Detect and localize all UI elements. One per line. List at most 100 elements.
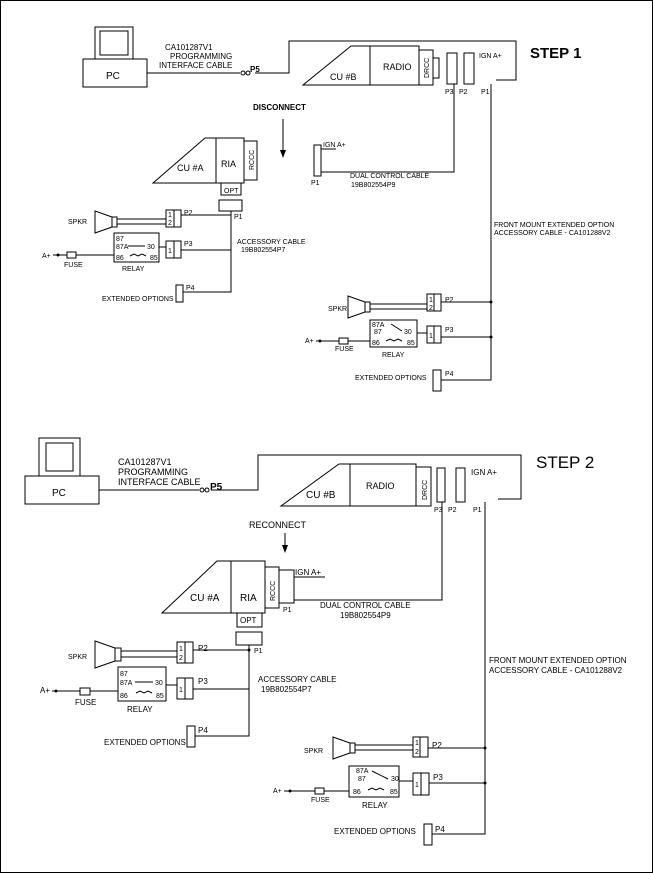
step1-cable-line1: CA101287V1 (165, 43, 213, 52)
step2-right-r30: 30 (391, 776, 399, 783)
step1-p1-opt-label: P1 (234, 214, 243, 221)
step2-p2-label: P2 (448, 507, 457, 514)
step2-p1-label: P1 (473, 507, 482, 514)
step1-left-p3: P3 (184, 241, 193, 248)
step1-dual-line2: 19B802554P9 (351, 182, 395, 189)
step1-left-r85: 85 (150, 255, 158, 262)
step1-pc-label: PC (106, 71, 120, 82)
step1-left-accessory: SPKR 1 2 P2 87 87A 30 86 85 1 P3 A+ FUSE… (42, 209, 306, 303)
step2-left-ext: EXTENDED OPTIONS (104, 738, 186, 747)
step2-right-r85: 85 (390, 789, 398, 796)
step2-right-fuse: FUSE (311, 797, 330, 804)
step1-left-pin1: 1 (168, 212, 172, 219)
step2-cable-line3: INTERFACE CABLE (118, 477, 201, 487)
step1-fm-line2: ACCESSORY CABLE - CA101288V2 (494, 230, 611, 237)
step2-left-p2: P2 (198, 644, 208, 653)
step2-cable-line2: PROGRAMMING (118, 467, 188, 477)
step1-left-r87a: 87A (116, 244, 129, 251)
step2-right-r86: 86 (353, 789, 361, 796)
step2-left-acc-line2: 19B802554P7 (261, 685, 312, 694)
step1-right-fuse: FUSE (335, 346, 354, 353)
step1-p1-label: P1 (481, 89, 490, 96)
step1-right-r87a: 87A (372, 322, 385, 329)
step1-left-ext: EXTENDED OPTIONS (102, 296, 174, 303)
step1-right-ap: A+ (305, 338, 314, 345)
step1-left-pin1b: 1 (168, 248, 172, 255)
step2-right-pin2: 2 (415, 749, 419, 756)
step2-right-p4: P4 (435, 825, 445, 834)
step2-right-spkr: SPKR (304, 748, 323, 755)
step1-right-r87: 87 (374, 329, 382, 336)
step2-pc-label: PC (52, 488, 66, 499)
step1-left-acc-line1: ACCESSORY CABLE (237, 239, 306, 246)
step2-p3-label: P3 (434, 507, 443, 514)
step2-action-label: RECONNECT (249, 520, 307, 530)
step1-left-r30: 30 (147, 244, 155, 251)
step1-right-pin1: 1 (429, 297, 433, 304)
step1-right-r30: 30 (404, 329, 412, 336)
step2-right-pin1b: 1 (415, 782, 419, 789)
step1-fm-line1: FRONT MOUNT EXTENDED OPTION (494, 222, 614, 229)
step1-ign-top-label: IGN A+ (479, 53, 502, 60)
step1-title: STEP 1 (530, 45, 581, 62)
step1-ria-label: RIA (221, 159, 236, 169)
step1-left-fuse: FUSE (64, 262, 83, 269)
step1-group: PC CA101287V1 PROGRAMMING INTERFACE CABL… (42, 26, 614, 392)
step1-cub-label: CU #B (330, 72, 357, 82)
step1-right-p4: P4 (445, 371, 454, 378)
step1-p5-label: P5 (250, 65, 260, 74)
step2-drcc-label: DRCC (422, 480, 429, 500)
step1-right-ext: EXTENDED OPTIONS (355, 375, 427, 382)
step2-right-p2: P2 (432, 741, 442, 750)
step1-right-pin1b: 1 (429, 333, 433, 340)
step1-dual-line1: DUAL CONTROL CABLE (350, 173, 430, 180)
step2-radio-label: RADIO (366, 481, 395, 491)
step2-p5-label: P5 (210, 482, 223, 493)
step2-right-relay: RELAY (362, 801, 388, 810)
step1-left-p4: P4 (186, 285, 195, 292)
step2-left-relay: RELAY (127, 705, 153, 714)
step2-left-pin2: 2 (179, 655, 183, 662)
step1-right-spkr: SPKR (328, 306, 347, 313)
step2-p1-opt-label: P1 (254, 648, 263, 655)
step1-left-r87: 87 (116, 236, 124, 243)
step2-left-r87: 87 (120, 671, 128, 678)
step1-right-relay: RELAY (382, 352, 405, 359)
step2-dual-line1: DUAL CONTROL CABLE (320, 601, 411, 610)
step2-right-ext: EXTENDED OPTIONS (334, 827, 416, 836)
step2-left-r86: 86 (120, 693, 128, 700)
step1-right-r85: 85 (407, 340, 415, 347)
step1-left-r86: 86 (116, 255, 124, 262)
step1-right-p3: P3 (445, 327, 454, 334)
step1-right-p2: P2 (445, 297, 454, 304)
step1-left-pin2: 2 (168, 220, 172, 227)
step1-control-unit-b: CU #B RADIO DRCC IGN A+ P3 P2 P1 (301, 45, 502, 96)
step1-p2-label: P2 (459, 89, 468, 96)
step2-ign-top-label: IGN A+ (471, 468, 497, 477)
step2-left-ap: A+ (40, 686, 50, 695)
step2-fm-line2: ACCESSORY CABLE - CA101288V2 (489, 666, 623, 675)
step2-right-r87: 87 (358, 776, 366, 783)
step2-left-r30: 30 (155, 680, 163, 687)
step1-right-r86: 86 (372, 340, 380, 347)
step1-dual-control-cable: IGN A+ P1 DUAL CONTROL CABLE 19B802554P9 (311, 84, 455, 189)
step2-control-unit-a: CU #A RIA RCCC IGN A+ P1 OPT P1 (160, 560, 325, 655)
step2-right-p3: P3 (433, 773, 443, 782)
step1-left-spkr: SPKR (68, 219, 87, 226)
step1-drcc-label: DRCC (424, 58, 431, 78)
step2-left-r85: 85 (156, 693, 164, 700)
step2-cua-label: CU #A (190, 593, 220, 604)
step2-left-acc-line1: ACCESSORY CABLE (258, 675, 336, 684)
step2-left-spkr: SPKR (68, 654, 87, 661)
step2-ria-label: RIA (240, 593, 257, 604)
step1-radio-label: RADIO (383, 62, 412, 72)
step2-left-accessory: SPKR 1 2 P2 87 87A 30 86 85 1 P3 A+ FUSE… (40, 640, 336, 748)
step1-cua-label: CU #A (177, 163, 204, 173)
step2-group: PC CA101287V1 PROGRAMMING INTERFACE CABL… (24, 437, 627, 846)
step2-left-r87a: 87A (120, 680, 133, 687)
step1-p1-loose-label: P1 (311, 180, 320, 187)
step1-ign-loose-label: IGN A+ (323, 142, 346, 149)
step2-dual-line2: 19B802554P9 (340, 611, 391, 620)
